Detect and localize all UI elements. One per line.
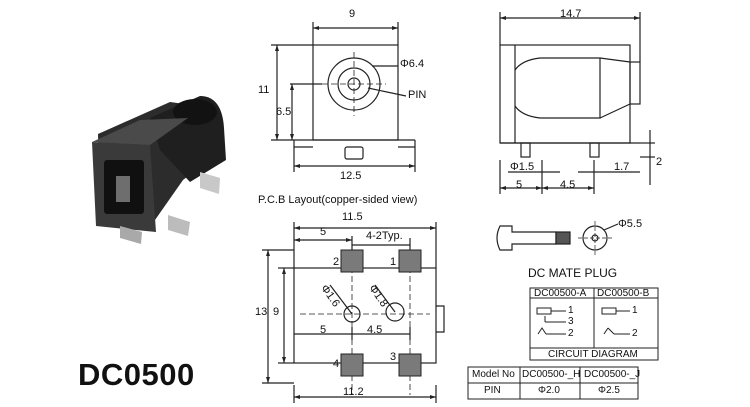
- front-view: [271, 22, 416, 172]
- pcb-pad-3: [398, 353, 422, 377]
- front-body-outline: [312, 44, 399, 141]
- circuit-a-pin-2: 2: [568, 328, 574, 339]
- model-table-frame: [467, 366, 639, 400]
- circuit-header-b: DC00500-B: [597, 288, 650, 299]
- mate-plug-drawing: [496, 221, 619, 255]
- side-dim-pin-dia: Φ1.5: [510, 161, 535, 173]
- pcb-pad-1-number: 1: [390, 256, 397, 268]
- model-table-header-1: DC00500-_H: [522, 369, 581, 380]
- pcb-pad-4-number: 4: [333, 358, 340, 370]
- side-pin-2: [589, 142, 600, 158]
- pcb-dim-mid-b: 4.5: [367, 324, 383, 336]
- circuit-caption: CIRCUIT DIAGRAM: [548, 349, 638, 360]
- pcb-hole-b: [385, 302, 405, 322]
- pcb-dim-arrows: [266, 226, 436, 399]
- pcb-pad-4: [340, 353, 364, 377]
- circuit-table-frame: [529, 287, 659, 361]
- front-dim-arrows: [275, 26, 415, 168]
- pcb-pad-1: [398, 249, 422, 273]
- pcb-dim-top-offset: 5: [320, 226, 327, 238]
- model-table-row-h: Φ2.0: [538, 385, 560, 396]
- circuit-header-a: DC00500-A: [534, 288, 587, 299]
- pcb-dim-mid-a: 5: [320, 324, 327, 336]
- pcb-dim-inner-height: 9: [273, 306, 280, 318]
- front-pin-stub: [344, 146, 364, 160]
- pcb-dim-pad-spacing: 4-2Typ.: [366, 230, 403, 242]
- front-pin-label: PIN: [408, 89, 427, 101]
- pcb-dim-bottom-width: 11.2: [343, 386, 364, 398]
- model-table-header-0: Model No: [472, 369, 515, 380]
- pcb-pad-2: [340, 249, 364, 273]
- side-dim-arrows: [500, 16, 640, 190]
- pcb-dim-top-width: 11.5: [342, 211, 363, 223]
- circuit-b-pin-1: 1: [632, 305, 638, 316]
- front-dim-width: 9: [349, 8, 356, 20]
- pcb-pads: [340, 249, 422, 377]
- front-dim-pin-height: 6.5: [276, 106, 292, 118]
- circuit-a-pin-1: 1: [568, 305, 574, 316]
- side-dim-pad-h: 2: [656, 156, 663, 168]
- circuit-b-pin-2: 2: [632, 328, 638, 339]
- side-dim-pos-b: 4.5: [560, 179, 576, 191]
- mate-plug-dia: Φ5.5: [618, 218, 643, 230]
- circuit-symbols: [536, 307, 630, 335]
- model-title: DC0500: [78, 357, 195, 392]
- side-pin-1: [520, 142, 531, 158]
- pcb-pad-3-number: 3: [390, 351, 397, 363]
- mate-plug-title: DC MATE PLUG: [528, 266, 618, 280]
- pcb-pad-2-number: 2: [333, 256, 340, 268]
- circuit-a-pin-symbol: [536, 307, 552, 315]
- front-dim-footprint: 12.5: [340, 170, 362, 182]
- side-dim-pos-a: 5: [516, 179, 523, 191]
- jack-photo: [92, 96, 226, 244]
- side-view: [499, 12, 655, 194]
- circuit-b-pin-symbol: [601, 307, 617, 315]
- front-dim-hole: Φ6.4: [400, 58, 425, 70]
- side-dim-pad-w: 1.7: [614, 161, 630, 173]
- pcb-body-outline: [293, 267, 437, 364]
- circuit-a-pin-3: 3: [568, 316, 574, 327]
- side-dim-length: 14.7: [560, 8, 582, 20]
- pcb-title: P.C.B Layout(copper-sided view): [258, 194, 418, 206]
- pcb-hole-a: [343, 305, 361, 323]
- model-table-row-label: PIN: [484, 385, 501, 396]
- model-table-row-j: Φ2.5: [598, 385, 620, 396]
- pcb-dim-height: 13: [255, 306, 268, 318]
- front-dim-height: 11: [258, 84, 270, 96]
- model-table-header-2: DC00500-_J: [584, 369, 641, 380]
